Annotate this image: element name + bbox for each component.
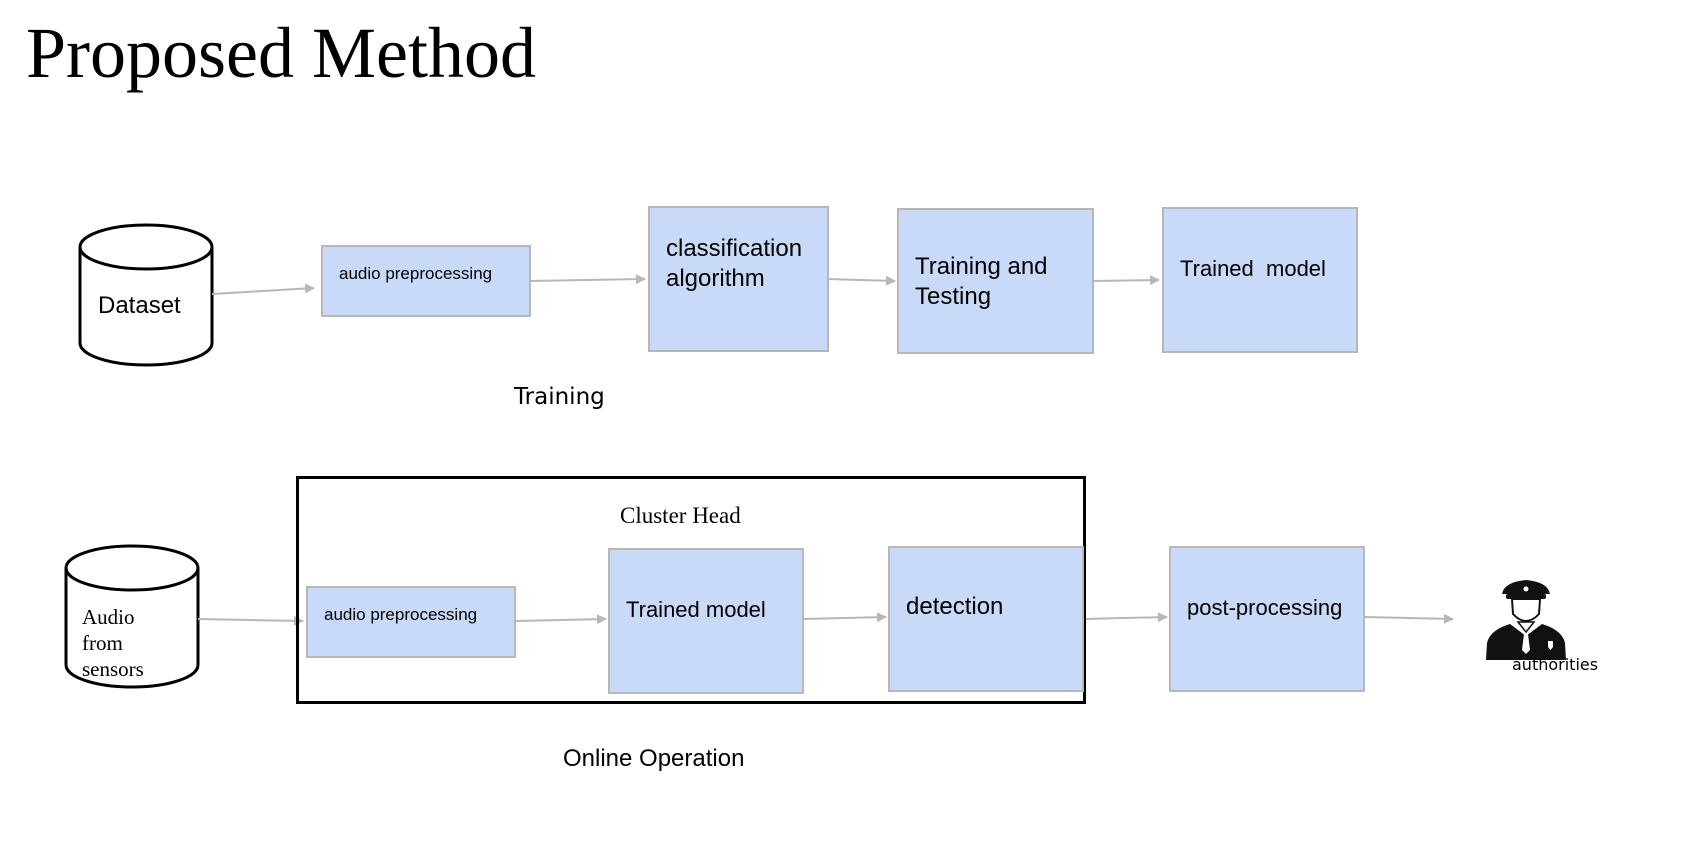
arrow-postprocessing-to-authorities xyxy=(1362,613,1454,624)
detection-box: detection xyxy=(888,546,1084,692)
training-and-testing-text: Training and Testing xyxy=(915,253,1048,310)
arrow-classification-to-training xyxy=(826,275,896,286)
arrow-detection-to-postprocessing xyxy=(1083,612,1168,623)
audio-from-sensors-line-3: sensors xyxy=(82,657,144,681)
training-section-label: Training xyxy=(514,384,605,410)
arrow-trained-model-to-detection xyxy=(802,612,887,623)
arrow-dataset-to-preprocessing xyxy=(211,283,315,295)
audio-from-sensors-label: Audio from sensors xyxy=(82,604,192,682)
detection-label: detection xyxy=(906,593,1004,620)
training-audio-preprocessing-label: audio preprocessing xyxy=(339,264,493,283)
dataset-cylinder xyxy=(78,223,214,367)
dataset-label: Dataset xyxy=(98,292,181,319)
classification-algorithm-box: classification algorithm xyxy=(648,206,829,352)
trained-model-label: Trained model xyxy=(1180,256,1326,281)
arrow-preprocessing-to-trained-model xyxy=(515,614,607,625)
online-operation-section-label: Online Operation xyxy=(563,745,745,772)
page-title: Proposed Method xyxy=(26,13,536,93)
online-audio-preprocessing-box: audio preprocessing xyxy=(306,586,516,658)
post-processing-label: post-processing xyxy=(1187,595,1343,620)
online-audio-preprocessing-label: audio preprocessing xyxy=(324,605,478,624)
post-processing-box: post-processing xyxy=(1169,546,1365,692)
audio-from-sensors-line-2: from xyxy=(82,631,123,655)
audio-from-sensors-line-1: Audio xyxy=(82,605,135,629)
arrow-preprocessing-to-classification xyxy=(529,274,646,285)
trained-model-box: Trained model xyxy=(1162,207,1358,353)
training-and-testing-label: Training and Testing xyxy=(915,252,1085,312)
online-trained-model-box: Trained model xyxy=(608,548,804,694)
classification-algorithm-label: classification algorithm xyxy=(666,234,826,294)
classification-algorithm-text: classification algorithm xyxy=(666,235,803,292)
arrow-training-to-model xyxy=(1092,275,1160,286)
training-and-testing-box: Training and Testing xyxy=(897,208,1094,354)
audio-sensors-cylinder xyxy=(64,544,200,689)
authorities-label: authorities xyxy=(1512,655,1599,674)
training-audio-preprocessing-box: audio preprocessing xyxy=(321,245,531,317)
police-officer-icon xyxy=(1486,580,1566,660)
arrow-sensors-to-preprocessing xyxy=(197,615,304,626)
cluster-head-label: Cluster Head xyxy=(620,503,741,528)
cluster-head-container xyxy=(296,476,1086,704)
online-trained-model-label: Trained model xyxy=(626,597,766,622)
